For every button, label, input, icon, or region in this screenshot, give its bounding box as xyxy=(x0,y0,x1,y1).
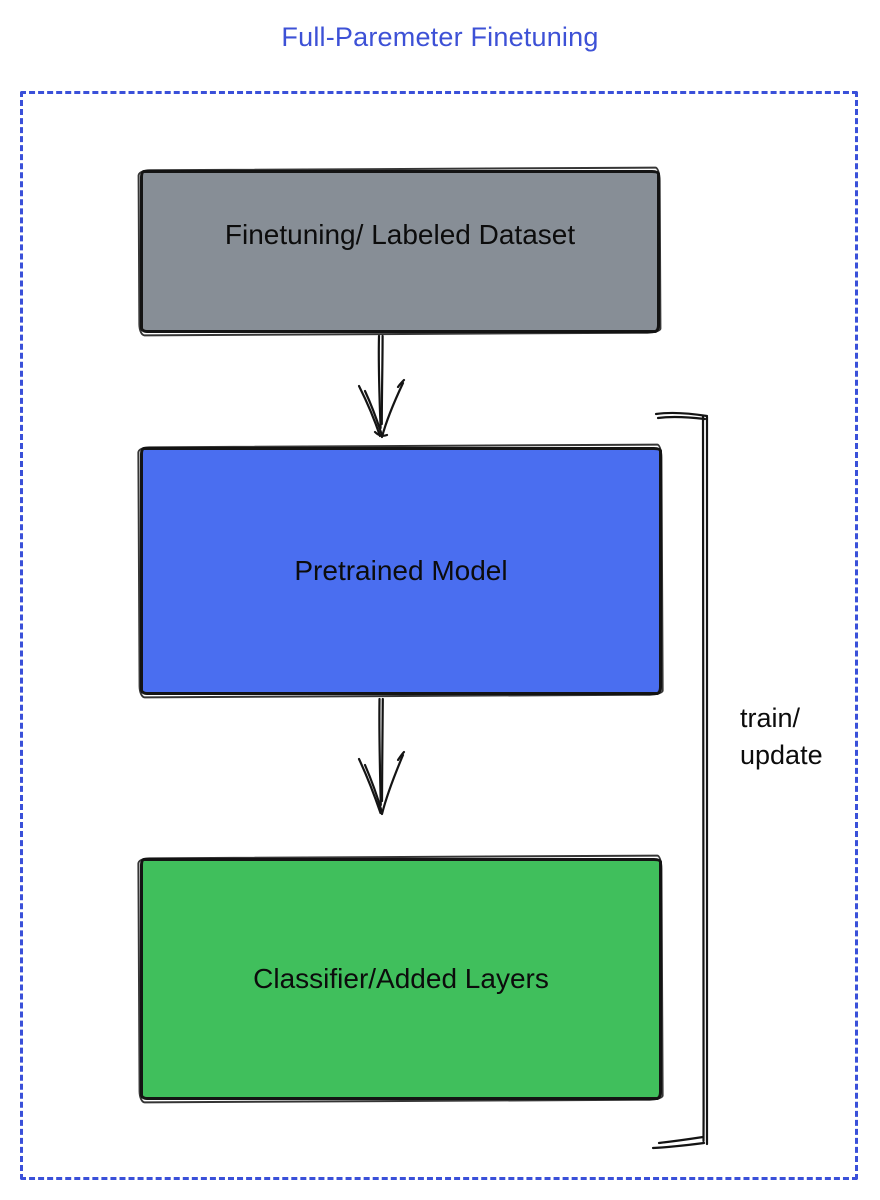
bracket-label-line1: train/ xyxy=(740,703,801,733)
train-update-bracket-icon xyxy=(648,403,718,1151)
diagram-title: Full-Paremeter Finetuning xyxy=(281,22,599,52)
node-finetuning-dataset-label: Finetuning/ Labeled Dataset xyxy=(224,218,576,250)
node-pretrained-model: Pretrained Model xyxy=(140,447,662,695)
node-classifier-added-layers-label: Classifier/Added Layers xyxy=(253,963,549,994)
bracket-label-line2: update xyxy=(740,740,823,770)
arrow-down-icon xyxy=(342,334,422,440)
node-classifier-added-layers: Classifier/Added Layers xyxy=(140,858,662,1100)
arrow-down-icon-svg xyxy=(357,697,406,816)
bracket-label: train/ update xyxy=(740,700,823,774)
node-finetuning-dataset: Finetuning/ Labeled Dataset xyxy=(140,170,660,333)
finetuning-boundary-box xyxy=(20,91,858,1180)
node-pretrained-model-label: Pretrained Model xyxy=(294,555,508,586)
arrow-down-icon xyxy=(342,697,422,817)
arrow-down-icon-svg xyxy=(357,334,406,439)
bracket-svg xyxy=(651,411,709,1150)
